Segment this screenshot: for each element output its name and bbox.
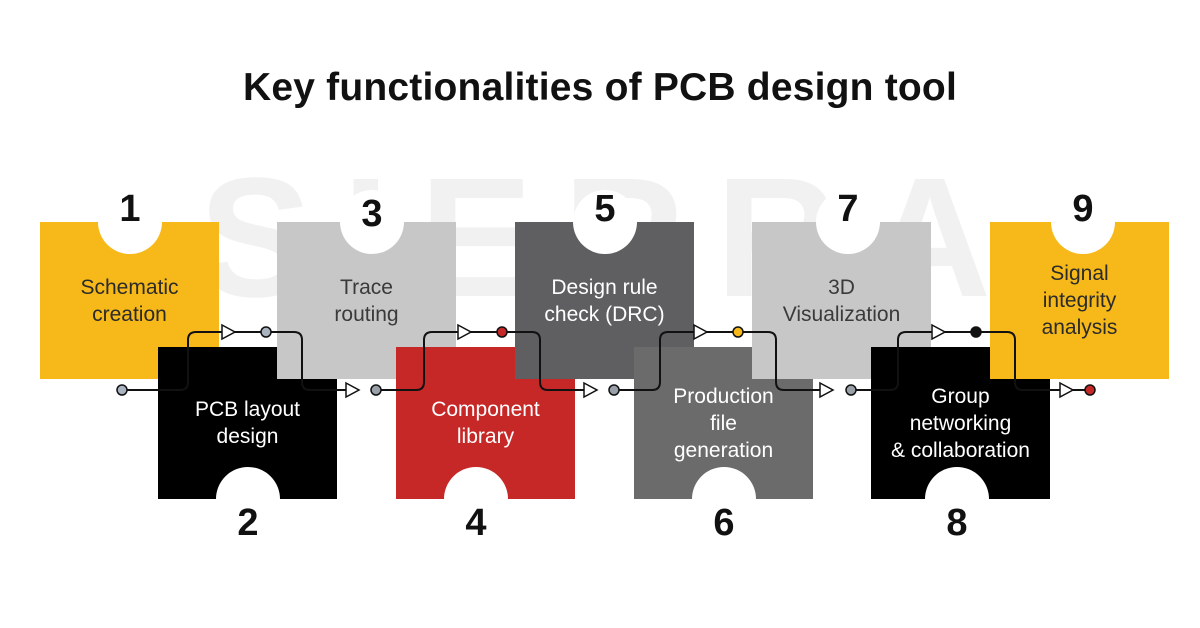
step-4-number: 4 bbox=[465, 502, 487, 544]
notch-2 bbox=[216, 467, 280, 531]
start-dot-3 bbox=[608, 384, 620, 396]
top-arrow-1 bbox=[221, 323, 237, 341]
step-7-label: 3D Visualization bbox=[782, 275, 901, 326]
top-arrow-2 bbox=[457, 323, 473, 341]
end-arrow-1 bbox=[345, 381, 361, 399]
notch-9 bbox=[1051, 190, 1115, 254]
step-3-label: Trace routing bbox=[334, 275, 399, 326]
top-arrow-4 bbox=[931, 323, 947, 341]
connector-path-2 bbox=[376, 331, 596, 391]
start-dot-4 bbox=[845, 384, 857, 396]
end-arrow-3 bbox=[819, 381, 835, 399]
top-dot-2 bbox=[496, 326, 508, 338]
start-dot-2 bbox=[370, 384, 382, 396]
step-7-number: 7 bbox=[837, 188, 859, 230]
step-6-number: 6 bbox=[713, 502, 735, 544]
notch-8 bbox=[925, 467, 989, 531]
end-arrow-2 bbox=[583, 381, 599, 399]
top-arrow-3 bbox=[693, 323, 709, 341]
page-title: Key functionalities of PCB design tool bbox=[243, 66, 957, 109]
step-2-number: 2 bbox=[237, 502, 259, 544]
notch-5 bbox=[573, 190, 637, 254]
top-dot-4 bbox=[970, 326, 982, 338]
top-dot-1 bbox=[260, 326, 272, 338]
connector-path-1 bbox=[122, 331, 358, 391]
step-9-box: Signal integrity analysis bbox=[990, 222, 1169, 379]
notch-6 bbox=[692, 467, 756, 531]
step-1-label: Schematic creation bbox=[80, 275, 179, 326]
start-dot-1 bbox=[116, 384, 128, 396]
connector-path-3 bbox=[614, 331, 832, 391]
step-5-label: Design rule check (DRC) bbox=[544, 275, 665, 326]
notch-4 bbox=[444, 467, 508, 531]
step-9-number: 9 bbox=[1072, 188, 1094, 230]
step-5-box: Design rule check (DRC) bbox=[515, 222, 694, 379]
step-2-label: PCB layout design bbox=[194, 398, 301, 448]
step-5-number: 5 bbox=[594, 188, 616, 230]
top-dot-3 bbox=[732, 326, 744, 338]
notch-7 bbox=[816, 190, 880, 254]
step-4-label: Component library bbox=[431, 398, 540, 448]
step-6-label: Production file generation bbox=[673, 384, 774, 462]
end-arrow-4 bbox=[1059, 381, 1075, 399]
notch-3 bbox=[340, 190, 404, 254]
end-dot bbox=[1084, 384, 1096, 396]
step-3-number: 3 bbox=[361, 193, 383, 235]
step-1-number: 1 bbox=[119, 188, 141, 230]
step-9-label: Signal integrity analysis bbox=[1041, 262, 1118, 339]
connector-path-4 bbox=[851, 331, 1090, 391]
step-8-label: Group networking & collaboration bbox=[891, 384, 1030, 462]
step-8-number: 8 bbox=[946, 502, 968, 544]
notch-1 bbox=[98, 190, 162, 254]
